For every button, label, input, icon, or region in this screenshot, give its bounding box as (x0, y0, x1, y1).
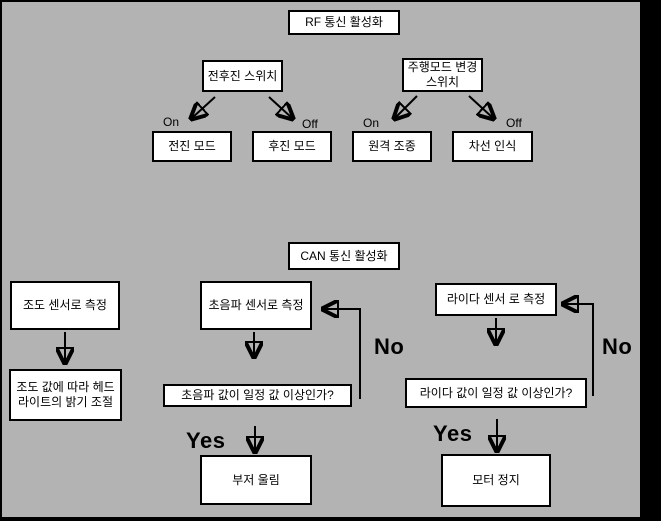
node-drive-mode-switch-line2: 스위치 (425, 75, 460, 89)
node-motor-stop-label: 모터 정지 (472, 473, 520, 487)
node-headlight-adjust-line1: 조도 값에 따라 헤드 (16, 380, 115, 394)
node-buzzer: 부저 울림 (200, 455, 312, 505)
node-headlight-adjust: 조도 값에 따라 헤드 라이트의 밝기 조절 (9, 369, 122, 421)
node-lidar-question-label: 라이다 값이 일정 값 이상인가? (419, 385, 573, 400)
node-drive-mode-switch: 주행모드 변경 스위치 (402, 58, 483, 92)
edge-label-fwd-on: On (163, 115, 180, 129)
node-ultrasonic-sensor: 초음파 센서로 측정 (200, 281, 312, 330)
edge-label-lidar-no: No (602, 334, 633, 359)
edge-label-drive-off: Off (506, 116, 522, 130)
node-forward-mode-label: 전진 모드 (168, 139, 216, 153)
node-ultrasonic-question-label: 초음파 값이 일정 값 이상인가? (181, 388, 334, 402)
node-lidar-question: 라이다 값이 일정 값 이상인가? (405, 378, 587, 408)
node-headlight-adjust-line2: 라이트의 밝기 조절 (18, 395, 113, 409)
node-ultrasonic-sensor-label: 초음파 센서로 측정 (208, 298, 304, 312)
node-reverse-mode-label: 후진 모드 (268, 139, 316, 153)
node-motor-stop: 모터 정지 (441, 454, 551, 507)
edge-label-lidar-yes: Yes (433, 421, 473, 446)
node-illuminance-sensor: 조도 센서로 측정 (10, 281, 120, 330)
node-drive-mode-switch-line1: 주행모드 변경 (407, 60, 478, 74)
node-lidar-sensor-label: 라이다 센서 로 측정 (446, 292, 546, 306)
node-reverse-mode: 후진 모드 (252, 131, 332, 162)
edge-label-ultrasonic-no: No (374, 334, 405, 359)
node-lane-recognition-label: 차선 인식 (468, 139, 517, 153)
node-lane-recognition: 차선 인식 (452, 131, 533, 162)
node-buzzer-label: 부저 울림 (232, 472, 280, 487)
node-forward-mode: 전진 모드 (152, 131, 232, 162)
node-remote-control-label: 원격 조종 (368, 139, 416, 153)
node-can-comm-label: CAN 통신 활성화 (300, 248, 388, 263)
node-can-comm: CAN 통신 활성화 (288, 242, 400, 270)
edge-label-ultrasonic-yes: Yes (186, 428, 226, 453)
edge-label-drive-on: On (363, 116, 380, 130)
node-fwd-rev-switch-label: 전후진 스위치 (207, 68, 278, 83)
edge-label-fwd-off: Off (302, 117, 318, 131)
node-illuminance-sensor-label: 조도 센서로 측정 (23, 298, 107, 312)
node-fwd-rev-switch: 전후진 스위치 (202, 60, 283, 92)
node-lidar-sensor: 라이다 센서 로 측정 (435, 283, 557, 316)
node-rf-comm-label: RF 통신 활성화 (305, 15, 383, 29)
node-rf-comm: RF 통신 활성화 (288, 10, 400, 35)
node-ultrasonic-question: 초음파 값이 일정 값 이상인가? (163, 384, 352, 407)
node-remote-control: 원격 조종 (352, 131, 432, 162)
